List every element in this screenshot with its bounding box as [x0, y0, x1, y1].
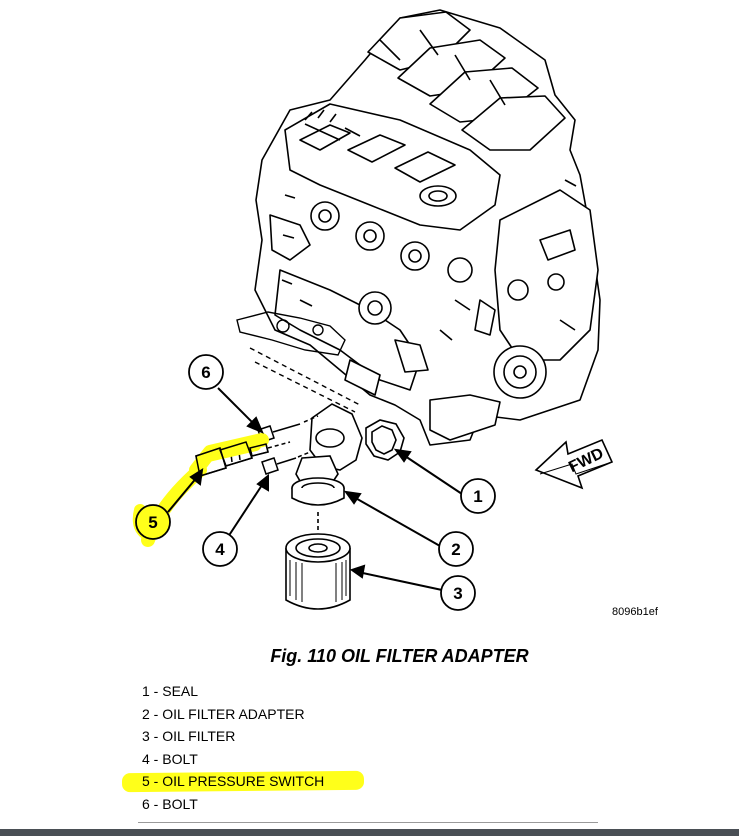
callout-1-label: 1 — [473, 487, 482, 506]
leader-lines — [167, 387, 463, 591]
figure-reference-code: 8096b1ef — [612, 606, 658, 618]
callout-2-label: 2 — [451, 540, 460, 559]
callout-1: 1 — [460, 478, 496, 514]
forward-arrow: FWD — [534, 438, 614, 490]
legend-item-bolt-4: 4 - BOLT — [142, 748, 324, 771]
oil-filter — [285, 512, 351, 610]
legend-item-label: 3 - OIL FILTER — [142, 728, 236, 744]
parts-legend: 1 - SEAL 2 - OIL FILTER ADAPTER 3 - OIL … — [121, 680, 365, 816]
callout-2: 2 — [438, 531, 474, 567]
legend-item-label: 6 - BOLT — [142, 795, 198, 812]
seal — [365, 419, 405, 461]
legend-item-oil-filter: 3 - OIL FILTER — [142, 725, 324, 748]
bolt-lower — [261, 451, 311, 475]
oil-pressure-switch-outline — [195, 441, 269, 477]
callout-5-label: 5 — [148, 513, 157, 532]
legend-item-label: 4 - BOLT — [142, 750, 198, 767]
legend-item-oil-pressure-switch: 5 - OIL PRESSURE SWITCH — [121, 770, 365, 793]
bottom-bar — [0, 829, 739, 836]
legend-item-seal: 1 - SEAL — [142, 680, 324, 703]
callout-5: 5 — [135, 504, 171, 540]
callout-4: 4 — [202, 531, 238, 567]
figure-title: Fig. 110 OIL FILTER ADAPTER — [270, 646, 529, 666]
legend-item-label: 5 - OIL PRESSURE SWITCH — [142, 773, 325, 789]
engine-block — [254, 9, 601, 446]
oil-filter-adapter — [291, 403, 363, 506]
legend-item-label: 2 - OIL FILTER ADAPTER — [142, 705, 305, 722]
callout-6-label: 6 — [201, 363, 210, 382]
legend-item-label: 1 - SEAL — [142, 683, 199, 699]
callout-4-label: 4 — [215, 540, 225, 559]
callout-3: 3 — [440, 575, 476, 611]
legend-item-oil-filter-adapter: 2 - OIL FILTER ADAPTER — [142, 703, 324, 726]
callout-3-label: 3 — [453, 584, 462, 603]
divider — [138, 822, 598, 823]
legend-item-bolt-6: 6 - BOLT — [142, 793, 324, 816]
adapter-mount-outline — [236, 311, 361, 413]
callout-6: 6 — [188, 354, 224, 390]
